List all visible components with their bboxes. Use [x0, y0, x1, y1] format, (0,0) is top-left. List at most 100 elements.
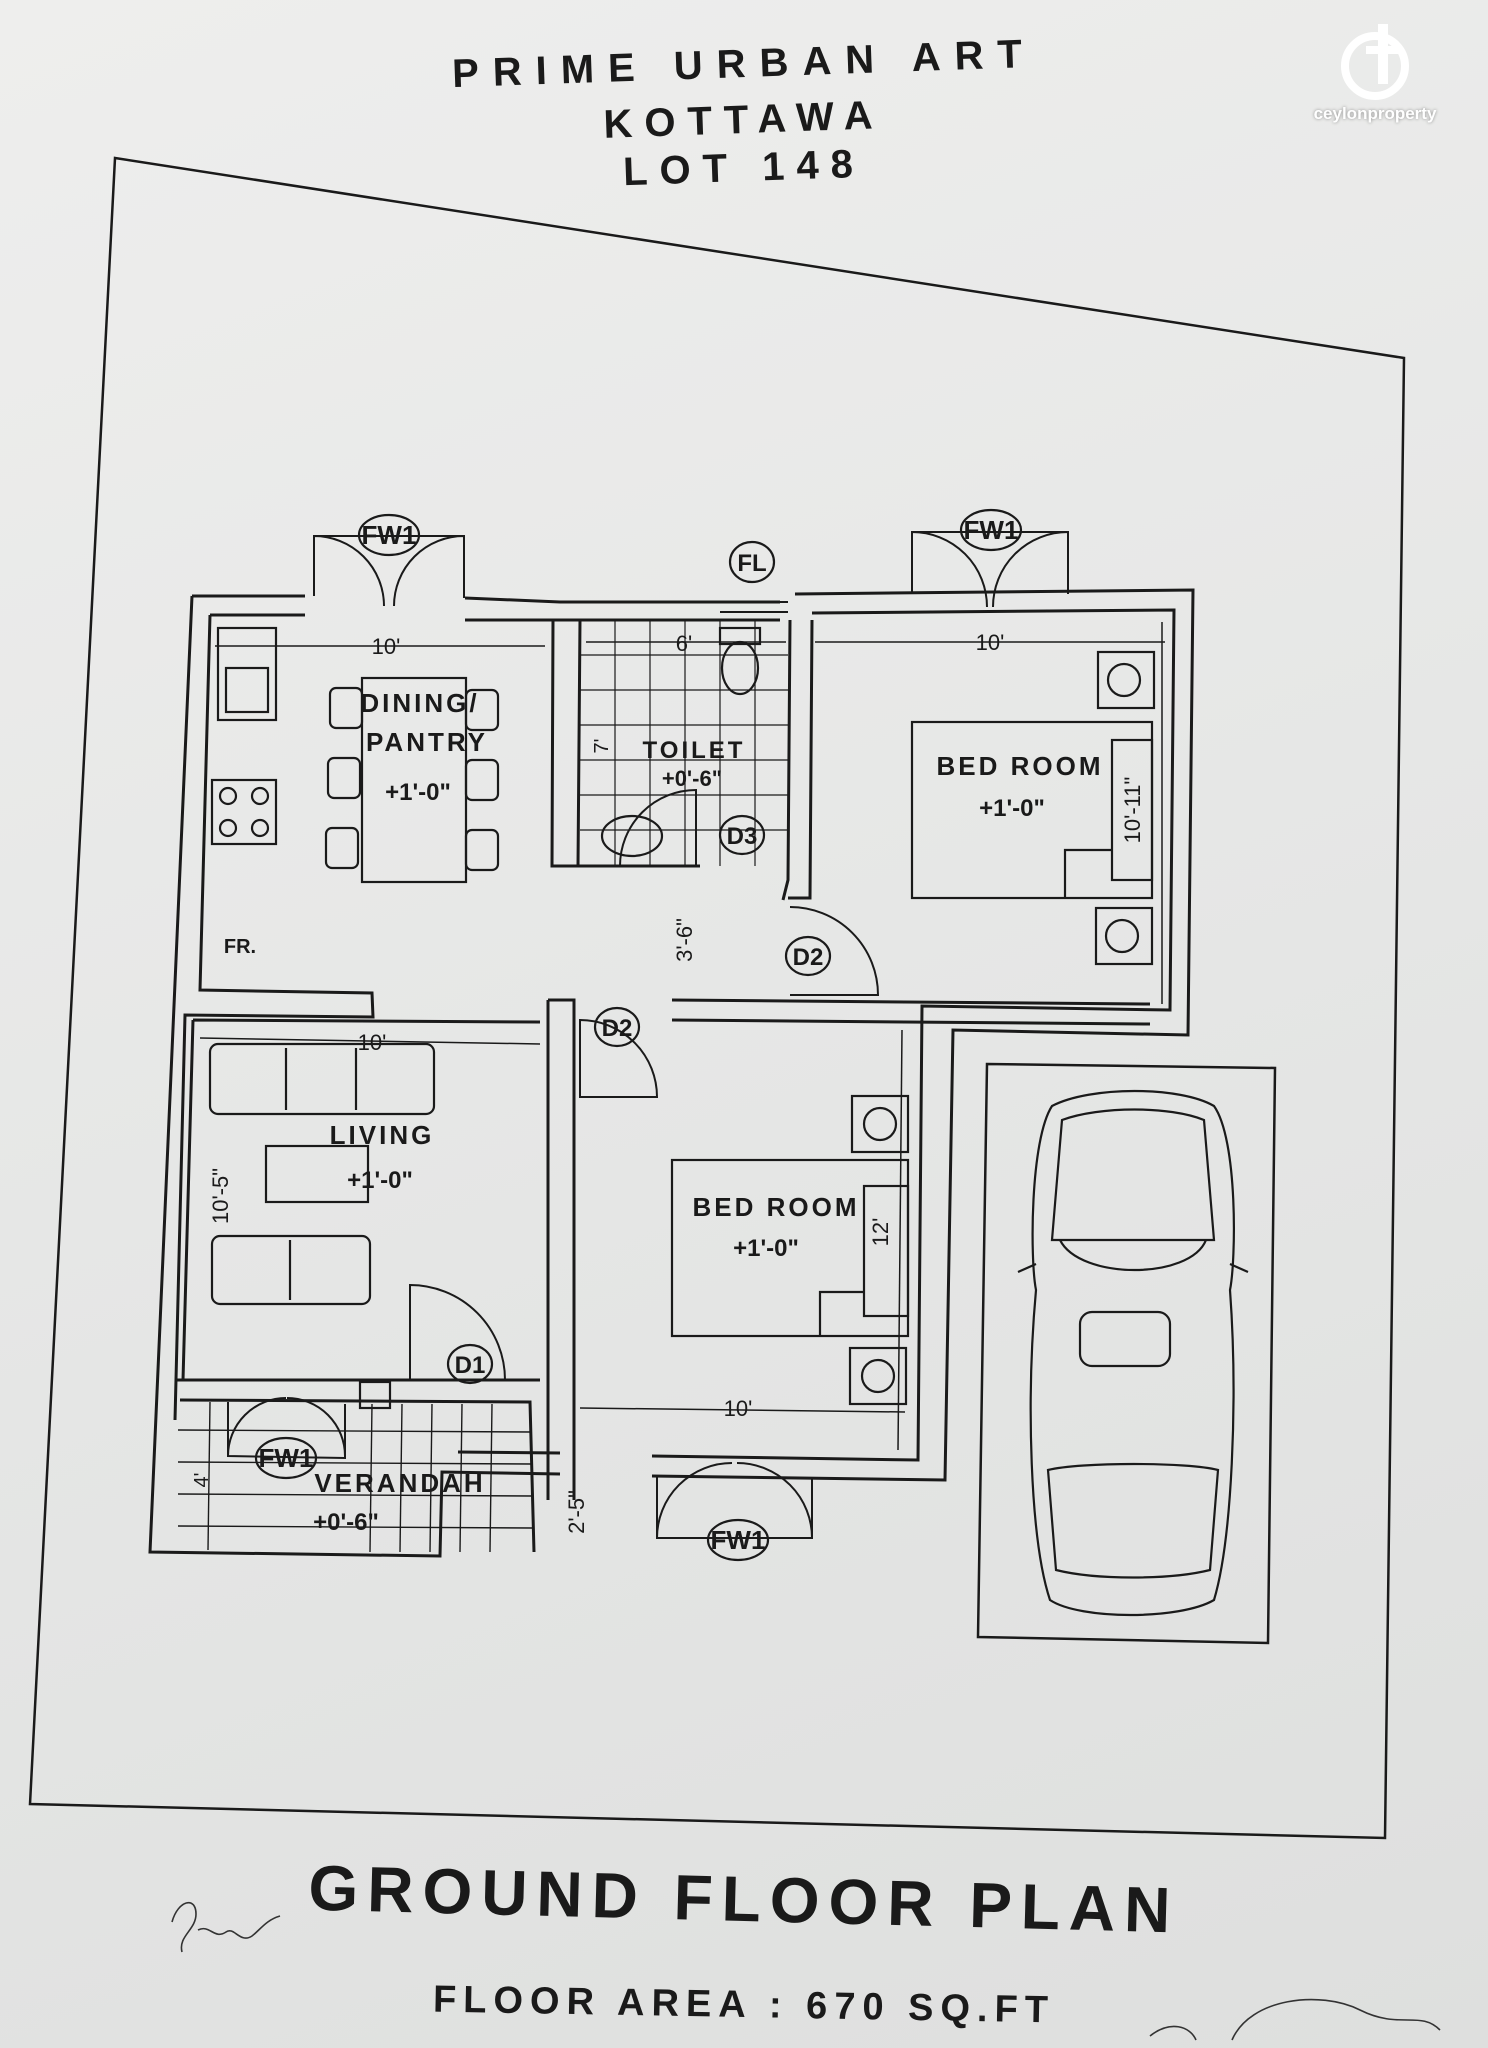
bed2-lamp-icon	[862, 1106, 898, 1142]
dim-toilet-width: 6'	[676, 631, 692, 656]
ceylonproperty-logo: ceylonproperty	[1300, 18, 1450, 128]
fl-label: FL	[737, 550, 766, 577]
dim-line	[579, 1407, 906, 1413]
d2-tag	[593, 1006, 641, 1048]
fl-tag	[728, 540, 776, 584]
site-boundary	[28, 156, 1406, 1840]
corridor-wall	[546, 998, 1151, 1500]
dining-name-2: PANTRY	[366, 727, 488, 757]
bed1-side-table	[1096, 650, 1156, 710]
fw1-label: FW1	[964, 515, 1019, 545]
fw1-tag	[959, 508, 1023, 552]
fw1-top-right	[911, 531, 1069, 608]
bed1-level: +1'-0"	[979, 795, 1045, 822]
living-level: +1'-0"	[347, 1167, 413, 1194]
bed2-blanket-fold	[818, 1290, 864, 1336]
dim-living-width: 10'	[358, 1030, 387, 1055]
dim-living-depth: 10'-5"	[208, 1168, 233, 1224]
d3-label: D3	[727, 823, 758, 850]
inner-wall-line	[210, 608, 1176, 1462]
bed1-name: BED ROOM	[937, 751, 1104, 781]
dim-entrance: 2'-5"	[564, 1490, 589, 1534]
verandah-wall	[179, 1398, 536, 1553]
bed1-side-table	[1094, 906, 1154, 966]
door-d3-swing	[619, 788, 697, 867]
dining-chair	[464, 688, 500, 732]
coffee-table	[264, 1144, 370, 1204]
dim-line	[199, 1037, 541, 1045]
dining-chair	[328, 686, 364, 730]
outer-wall	[148, 588, 1195, 1558]
d3-tag	[718, 814, 766, 856]
wc-cistern	[718, 626, 762, 646]
car-icon	[1017, 1089, 1249, 1617]
bed2-side-table	[850, 1094, 910, 1154]
dining-level: +1'-0"	[385, 779, 451, 806]
dim-bed1-depth: 10'-11"	[1120, 777, 1145, 844]
logo-text: ceylonproperty	[1313, 104, 1437, 123]
kitchen-sink	[216, 626, 278, 722]
bed2-side-table	[848, 1346, 908, 1406]
d2-label: D2	[793, 944, 824, 971]
fw1-top-left	[313, 535, 465, 607]
carport-outline	[976, 1062, 1277, 1645]
dining-chair	[464, 828, 500, 872]
fw1-label: FW1	[711, 1525, 766, 1555]
sofa-top	[208, 1042, 436, 1116]
cooker-burner	[250, 786, 270, 806]
d1-label: D1	[455, 1352, 486, 1379]
cooker	[210, 778, 278, 846]
d1-tag	[446, 1343, 494, 1385]
toilet-right-wall	[781, 619, 814, 901]
living-wall	[175, 1018, 541, 1382]
door-d2-bed1-swing	[789, 906, 880, 996]
bed2-pillow-area	[862, 1184, 910, 1318]
bed1-pillow-area	[1110, 738, 1154, 882]
bed1-lamp-icon	[1104, 918, 1140, 954]
dining-name-1: DINING/	[360, 688, 479, 718]
cooker-burner	[218, 786, 238, 806]
kitchen-wall	[173, 614, 375, 1421]
cooker-burner	[218, 818, 238, 838]
toilet-wall	[550, 619, 700, 868]
verandah-level: +0'-6"	[313, 1509, 379, 1536]
washbasin-icon	[600, 814, 664, 858]
handwritten-scribble	[171, 1902, 1441, 2041]
dim-bed2-depth: 12'	[868, 1218, 893, 1247]
living-name: LIVING	[330, 1120, 435, 1150]
fw1-label: FW1	[362, 520, 417, 550]
ceylonproperty-logo-icon	[1341, 24, 1409, 100]
fw1-label: FW1	[259, 1443, 314, 1473]
sofa-bottom	[210, 1234, 372, 1306]
dim-bed1-width: 10'	[976, 630, 1005, 655]
bed1-blanket-fold	[1063, 848, 1112, 898]
dim-bed2-width: 10'	[724, 1396, 753, 1421]
cooker-burner	[250, 818, 270, 838]
d2-label: D2	[602, 1015, 633, 1042]
fl-window	[720, 601, 788, 613]
dim-verandah-depth: 4'	[191, 1473, 213, 1488]
pillar	[358, 1380, 392, 1410]
dining-chair	[326, 756, 362, 800]
kitchen-sink-basin	[224, 666, 270, 714]
toilet-level: +0'-6"	[662, 766, 722, 791]
fridge-label: FR.	[224, 936, 256, 958]
fw1-bottom	[656, 1462, 813, 1539]
dim-dining-width: 10'	[372, 634, 401, 659]
bed2-level: +1'-0"	[733, 1235, 799, 1262]
verandah-name: VERANDAH	[314, 1468, 485, 1498]
door-d2-bed2-swing	[579, 1018, 659, 1098]
d2-tag	[784, 935, 832, 977]
dining-chair	[324, 826, 360, 870]
door-d1-swing	[409, 1283, 506, 1381]
toilet-name: TOILET	[643, 737, 746, 764]
bed2-lamp-icon	[860, 1358, 896, 1394]
verandah-tiles	[177, 1401, 533, 1553]
dining-chair	[464, 758, 500, 802]
dim-passage: 3'-6"	[672, 918, 697, 962]
bed2-name: BED ROOM	[693, 1192, 860, 1222]
bed1-lamp-icon	[1106, 662, 1142, 698]
toilet-tiles	[580, 620, 788, 866]
